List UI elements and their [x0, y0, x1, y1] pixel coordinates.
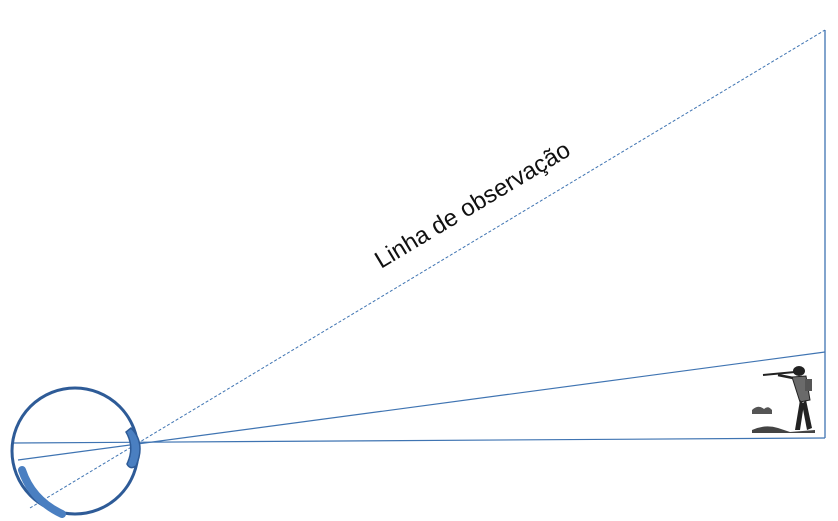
ray-lower — [13, 437, 826, 444]
eye-icon — [10, 386, 141, 518]
line-of-observation-label: Linha de observação — [370, 136, 575, 274]
line-of-observation — [29, 29, 826, 509]
soldier-aiming-rifle-icon — [752, 366, 815, 433]
